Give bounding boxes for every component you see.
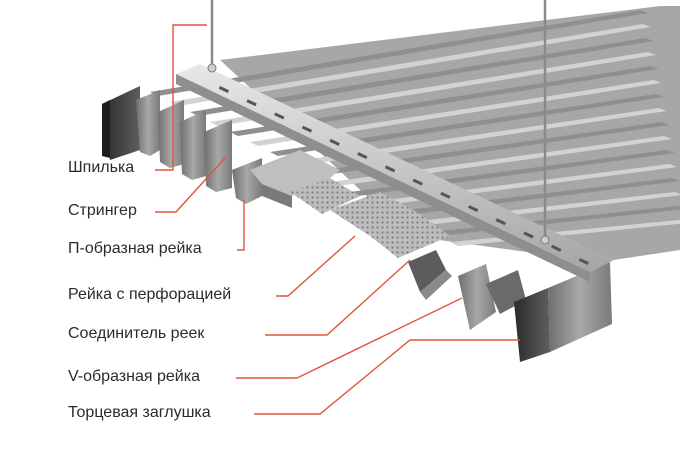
- label-hanger: Шпилька: [68, 159, 134, 177]
- label-rail-connector: Соединитель реек: [68, 325, 204, 343]
- leader-end-cap: [254, 340, 520, 414]
- label-perforated-rail: Рейка с перфорацией: [68, 286, 231, 304]
- label-stringer: Стрингер: [68, 202, 137, 220]
- u-rail-6: [458, 264, 496, 330]
- leader-connector: [265, 260, 410, 335]
- u-rail-3: [180, 110, 206, 180]
- leader-u-rail: [237, 200, 244, 250]
- end-cap-edge: [102, 100, 110, 158]
- u-rail-4: [204, 120, 232, 192]
- label-v-rail: V-образная рейка: [68, 368, 200, 386]
- label-end-cap: Торцевая заглушка: [68, 404, 211, 422]
- u-rail-2: [158, 100, 184, 168]
- hanger-clip-2: [541, 236, 549, 244]
- label-u-rail: П-образная рейка: [68, 240, 202, 258]
- leader-perforated: [276, 236, 355, 296]
- hanger-clip-1: [208, 64, 216, 72]
- u-rail-1: [136, 90, 160, 156]
- leader-v-rail: [236, 298, 462, 378]
- u-rail-5: [232, 158, 262, 204]
